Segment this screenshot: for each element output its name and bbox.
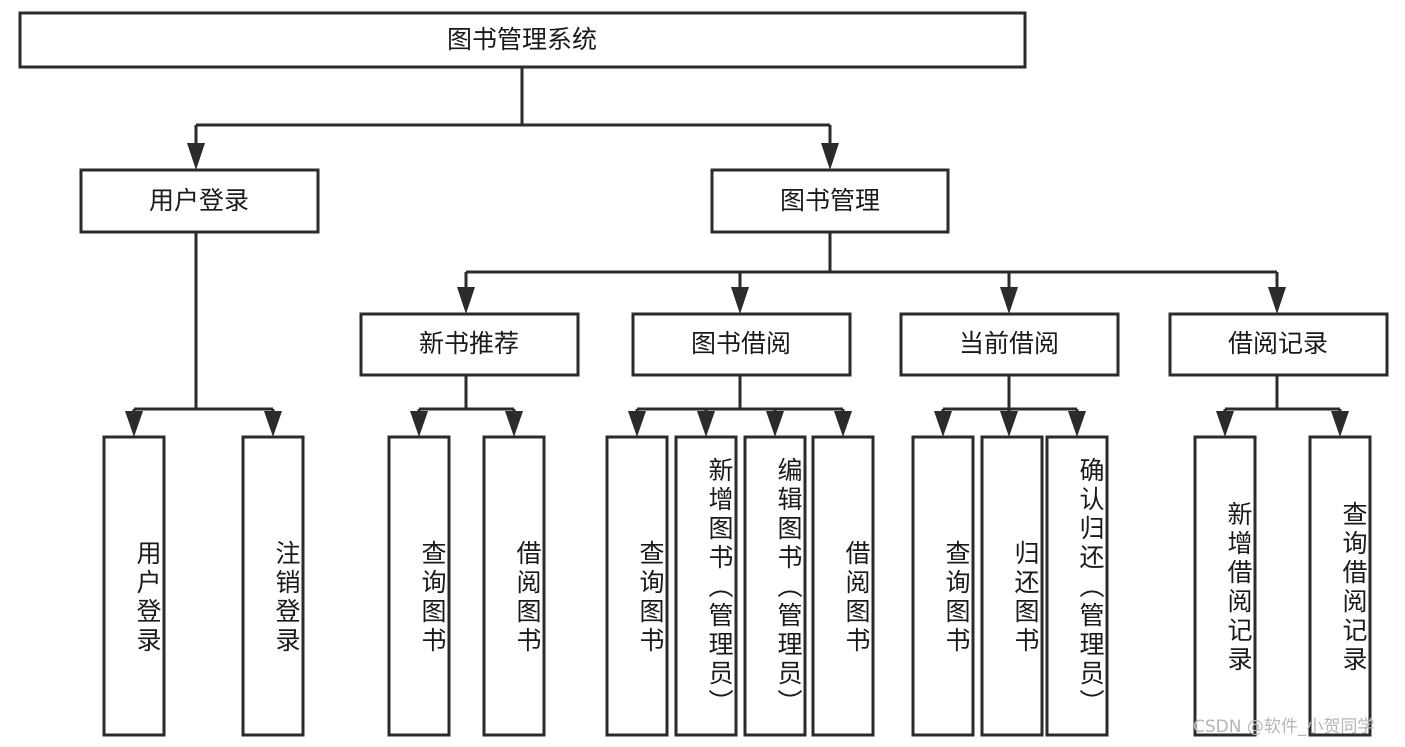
edge-book-manage-split [464,232,1279,294]
watermark-text: CSDN @软件_小贺同学 [1193,717,1375,737]
node-leaf-add-record-box[interactable] [1193,435,1257,737]
arrow-head-book-manage [821,143,839,170]
node-leaf-add-book-box[interactable] [674,435,738,737]
node-leaf-borrow-book-2-box[interactable] [811,435,875,737]
node-leaf-borrow-book-1-box[interactable] [482,435,546,737]
node-book-borrow[interactable]: 图书借阅 [631,312,852,377]
node-root-box[interactable] [18,11,1027,69]
node-user-login-box[interactable] [79,168,320,234]
arrow-head-user-login [187,143,205,170]
arrow-head-leaf-return-book [1000,411,1018,437]
arrow-head-leaf-query-book-3 [934,411,952,437]
node-leaf-confirm-return-box[interactable] [1045,435,1109,737]
edges-book-manage-to-level3 [457,232,1286,314]
node-new-book-recommend-box[interactable] [359,312,580,377]
arrow-head-leaf-confirm-return [1068,411,1086,437]
arrow-head-leaf-query-book-2 [628,411,646,437]
arrow-head-leaf-query-record [1331,411,1349,437]
node-book-manage[interactable]: 图书管理 [710,168,950,234]
node-leaf-edit-book-box[interactable] [743,435,807,737]
node-book-borrow-label: 图书借阅 [691,329,791,358]
edges-new-book-recommend-to-leaves [410,375,523,437]
edge-new-book-recommend-split [417,375,516,420]
node-borrow-record[interactable]: 借阅记录 [1168,312,1389,377]
node-current-borrow-box[interactable] [899,312,1120,377]
node-leaf-return-book-box[interactable] [980,435,1044,737]
arrow-head-book-borrow [731,287,749,314]
node-book-manage-box[interactable] [710,168,950,234]
edge-root-split [194,67,832,150]
arrow-head-leaf-add-record [1216,411,1234,437]
edge-user-login-split [132,232,275,420]
node-leaf-user-login-box[interactable] [102,435,166,737]
node-current-borrow[interactable]: 当前借阅 [899,312,1120,377]
arrow-head-borrow-record [1268,287,1286,314]
node-book-borrow-box[interactable] [631,312,852,377]
node-new-book-recommend-label: 新书推荐 [419,329,519,358]
edges-borrow-record-to-leaves [1216,375,1349,437]
arrow-head-leaf-add-book [697,411,715,437]
arrow-head-leaf-query-book-1 [410,411,428,437]
node-user-login[interactable]: 用户登录 [79,168,320,234]
node-borrow-record-label: 借阅记录 [1228,329,1328,358]
arrow-head-leaf-user-login [125,411,143,437]
edge-book-borrow-split [635,375,845,420]
edges-current-borrow-to-leaves [934,375,1086,437]
arrow-head-new-book-recommend [457,287,475,314]
node-book-manage-label: 图书管理 [780,186,880,215]
node-leaf-query-record-box[interactable] [1308,435,1372,737]
node-root[interactable]: 图书管理系统 [18,11,1027,69]
edges-book-borrow-to-leaves [628,375,852,437]
edges-user-login-to-leaves [125,232,282,437]
leaf-boxes [102,435,1372,737]
arrow-head-leaf-borrow-book-2 [834,411,852,437]
node-user-login-label: 用户登录 [149,186,249,215]
node-leaf-query-book-1-box[interactable] [387,435,451,737]
arrow-head-leaf-user-logout [264,411,282,437]
node-leaf-query-book-2-box[interactable] [605,435,669,737]
node-borrow-record-box[interactable] [1168,312,1389,377]
node-root-label: 图书管理系统 [447,25,597,54]
edge-borrow-record-split [1223,375,1342,420]
node-current-borrow-label: 当前借阅 [959,329,1059,358]
edges-root-to-level2 [187,67,839,170]
node-leaf-query-book-3-box[interactable] [911,435,975,737]
node-new-book-recommend[interactable]: 新书推荐 [359,312,580,377]
arrow-head-leaf-borrow-book-1 [505,411,523,437]
arrow-head-current-borrow [1000,287,1018,314]
node-leaf-user-logout-box[interactable] [241,435,305,737]
arrow-head-leaf-edit-book [766,411,784,437]
